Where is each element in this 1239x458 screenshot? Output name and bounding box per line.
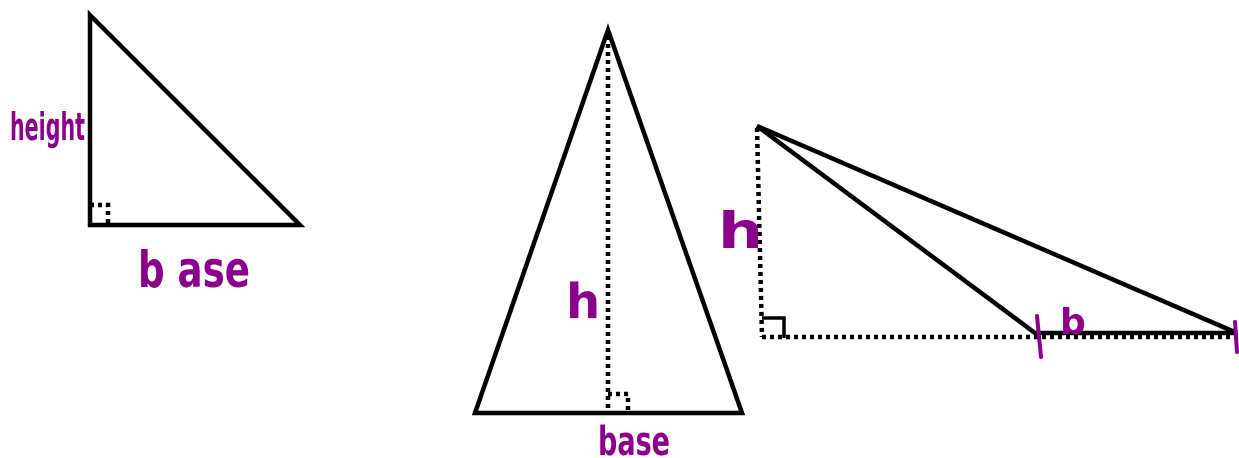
triangle-right-height-label: h <box>718 202 763 260</box>
triangle-right-height-line <box>754 127 765 338</box>
triangle-middle-height-label: h <box>566 274 600 330</box>
triangle-right-right-angle-mark <box>762 316 786 338</box>
triangle-right-base-label: b <box>1060 302 1086 343</box>
triangle-left: height b ase <box>10 9 306 299</box>
triangle-middle-base-label: base <box>598 419 670 458</box>
triangle-left-height-label: height <box>10 105 85 149</box>
triangle-left-base-label: b ase <box>138 241 250 299</box>
triangle-middle-outline <box>471 23 746 416</box>
triangle-left-right-angle-mark <box>90 202 111 225</box>
triangle-right-outline <box>755 123 1238 336</box>
triangle-right-base-tick-left <box>1035 314 1043 359</box>
triangle-right: h b <box>718 123 1239 359</box>
triangle-middle-right-angle-mark <box>608 391 631 413</box>
triangle-middle: h base <box>471 23 746 458</box>
triangle-right-base-tick-right <box>1233 320 1239 354</box>
triangle-left-outline <box>87 9 306 228</box>
